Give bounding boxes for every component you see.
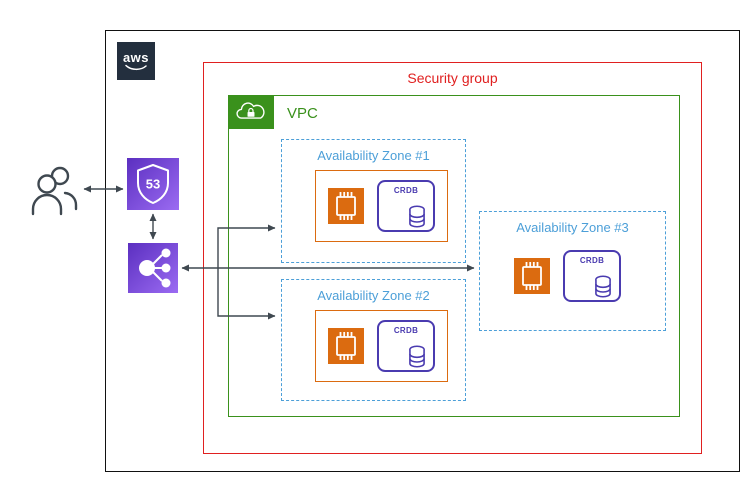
- crdb-database-icon: [595, 275, 611, 298]
- crdb-database-icon: [409, 345, 425, 368]
- elastic-load-balancer-icon: [128, 243, 178, 293]
- route53-shield-icon: 53: [127, 158, 179, 210]
- vpc-cloud-lock-icon: [227, 94, 274, 129]
- vpc-box: VPC Availability Zone #1: [227, 94, 680, 417]
- availability-zone-2: Availability Zone #2: [281, 279, 466, 401]
- crdb-database-icon: [409, 205, 425, 228]
- outer-boundary-box: [105, 30, 740, 472]
- security-group-box: Security group VPC Availability Zone #1: [203, 62, 702, 454]
- route53-number-label: 53: [146, 177, 160, 192]
- node-group-az2: CRDB: [315, 310, 448, 382]
- crdb-node: CRDB: [377, 320, 435, 372]
- crdb-node: CRDB: [377, 180, 435, 232]
- node-group-az3: CRDB: [514, 250, 621, 302]
- security-group-label: Security group: [407, 70, 498, 86]
- vpc-label: VPC: [287, 105, 318, 122]
- ec2-instance-icon: [328, 328, 364, 364]
- ec2-instance-icon: [514, 258, 550, 294]
- aws-logo: aws: [117, 42, 155, 80]
- ec2-instance-icon: [328, 188, 364, 224]
- crdb-node: CRDB: [563, 250, 621, 302]
- node-group-az1: CRDB: [315, 170, 448, 242]
- aws-logo-text: aws: [122, 50, 150, 65]
- crdb-label: CRDB: [393, 186, 419, 195]
- availability-zone-3-label: Availability Zone #3: [516, 220, 629, 235]
- availability-zone-1: Availability Zone #1: [281, 139, 466, 263]
- crdb-label: CRDB: [393, 326, 419, 335]
- aws-smile-icon: [125, 64, 147, 71]
- availability-zone-3: Availability Zone #3: [479, 211, 666, 331]
- users-icon: [27, 163, 81, 224]
- availability-zone-2-label: Availability Zone #2: [317, 288, 430, 303]
- availability-zone-1-label: Availability Zone #1: [317, 148, 430, 163]
- crdb-label: CRDB: [579, 256, 605, 265]
